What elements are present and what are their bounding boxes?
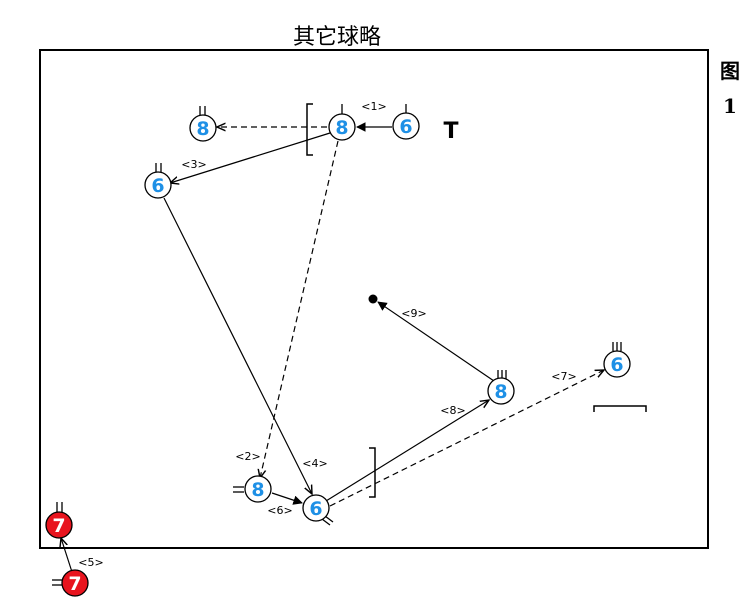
svg-text:8: 8	[251, 479, 264, 501]
screen-bracket-top	[306, 103, 313, 156]
court-boundary	[39, 49, 709, 549]
step-label-6: <6>	[267, 504, 292, 517]
svg-text:7: 7	[52, 515, 65, 537]
line-step-3	[170, 132, 331, 183]
line-step-8	[325, 400, 489, 502]
movement-lines	[61, 122, 604, 573]
player-7-corner: 7	[45, 511, 73, 539]
svg-text:6: 6	[309, 498, 322, 520]
step-label-7: <7>	[551, 370, 576, 383]
figure-label-number: 1	[723, 94, 737, 118]
player-8-right: 8	[487, 377, 515, 405]
player-6-bottom: 6	[302, 494, 330, 522]
player-8-top-left: 8	[189, 114, 217, 142]
player-6-left: 6	[144, 171, 172, 199]
step-label-3: <3>	[181, 158, 206, 171]
player-8-bottom-left: 8	[244, 475, 272, 503]
line-step-9	[377, 301, 495, 382]
step-label-4: <4>	[302, 457, 327, 470]
player-6-far-right: 6	[603, 350, 631, 378]
svg-text:8: 8	[196, 118, 209, 140]
screen-bracket-bottom	[369, 447, 376, 498]
screen-marks	[306, 103, 647, 498]
step-label-1: <1>	[361, 100, 386, 113]
player-6-top-right: 6	[392, 112, 420, 140]
diagram-title: 其它球略	[293, 25, 381, 50]
screen-bracket-right	[593, 405, 647, 412]
line-step-6	[271, 492, 303, 505]
step-label-8: <8>	[440, 404, 465, 417]
svg-text:7: 7	[68, 573, 81, 595]
figure-label-char: 图	[720, 59, 740, 83]
player-ticks	[52, 104, 622, 586]
ball	[368, 294, 378, 304]
line-step-4	[163, 197, 312, 494]
line-step-2	[260, 140, 339, 478]
player-7-outside: 7	[61, 569, 89, 597]
t-symbol: T	[443, 119, 458, 144]
line-step-7	[329, 370, 604, 507]
svg-text:8: 8	[335, 117, 348, 139]
svg-text:8: 8	[494, 381, 507, 403]
line-step-5	[61, 538, 73, 573]
svg-text:6: 6	[399, 116, 412, 138]
svg-text:6: 6	[151, 175, 164, 197]
step-label-5: <5>	[78, 556, 103, 569]
step-label-2: <2>	[235, 450, 260, 463]
player-8-top: 8	[328, 113, 356, 141]
step-label-9: <9>	[401, 307, 426, 320]
svg-text:6: 6	[610, 354, 623, 376]
